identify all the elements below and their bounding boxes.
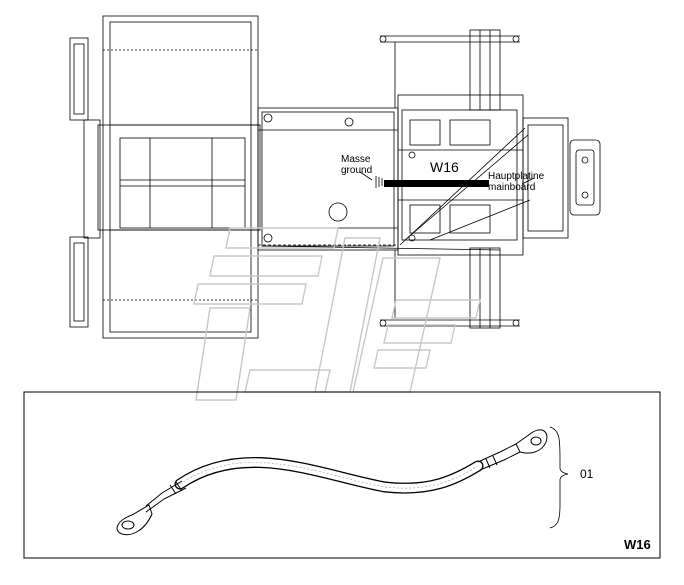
- right-assembly: [261, 29, 601, 329]
- callout-bracket: [549, 426, 569, 529]
- callout-number: 01: [580, 467, 594, 481]
- detail-panel: [23, 391, 661, 559]
- ground-cable: [116, 429, 548, 536]
- masse-label: Masse: [341, 154, 371, 165]
- mainboard-label: mainboard: [488, 182, 536, 193]
- w16-cable-highlight: [384, 180, 489, 187]
- machine-housing: [69, 15, 261, 339]
- hauptplatine-label: Hauptplatine: [488, 171, 545, 182]
- watermark-logo: [193, 227, 481, 401]
- wire-code-label: W16: [430, 159, 459, 175]
- panel-code-label: W16: [624, 537, 651, 552]
- ground-label: ground: [341, 165, 373, 176]
